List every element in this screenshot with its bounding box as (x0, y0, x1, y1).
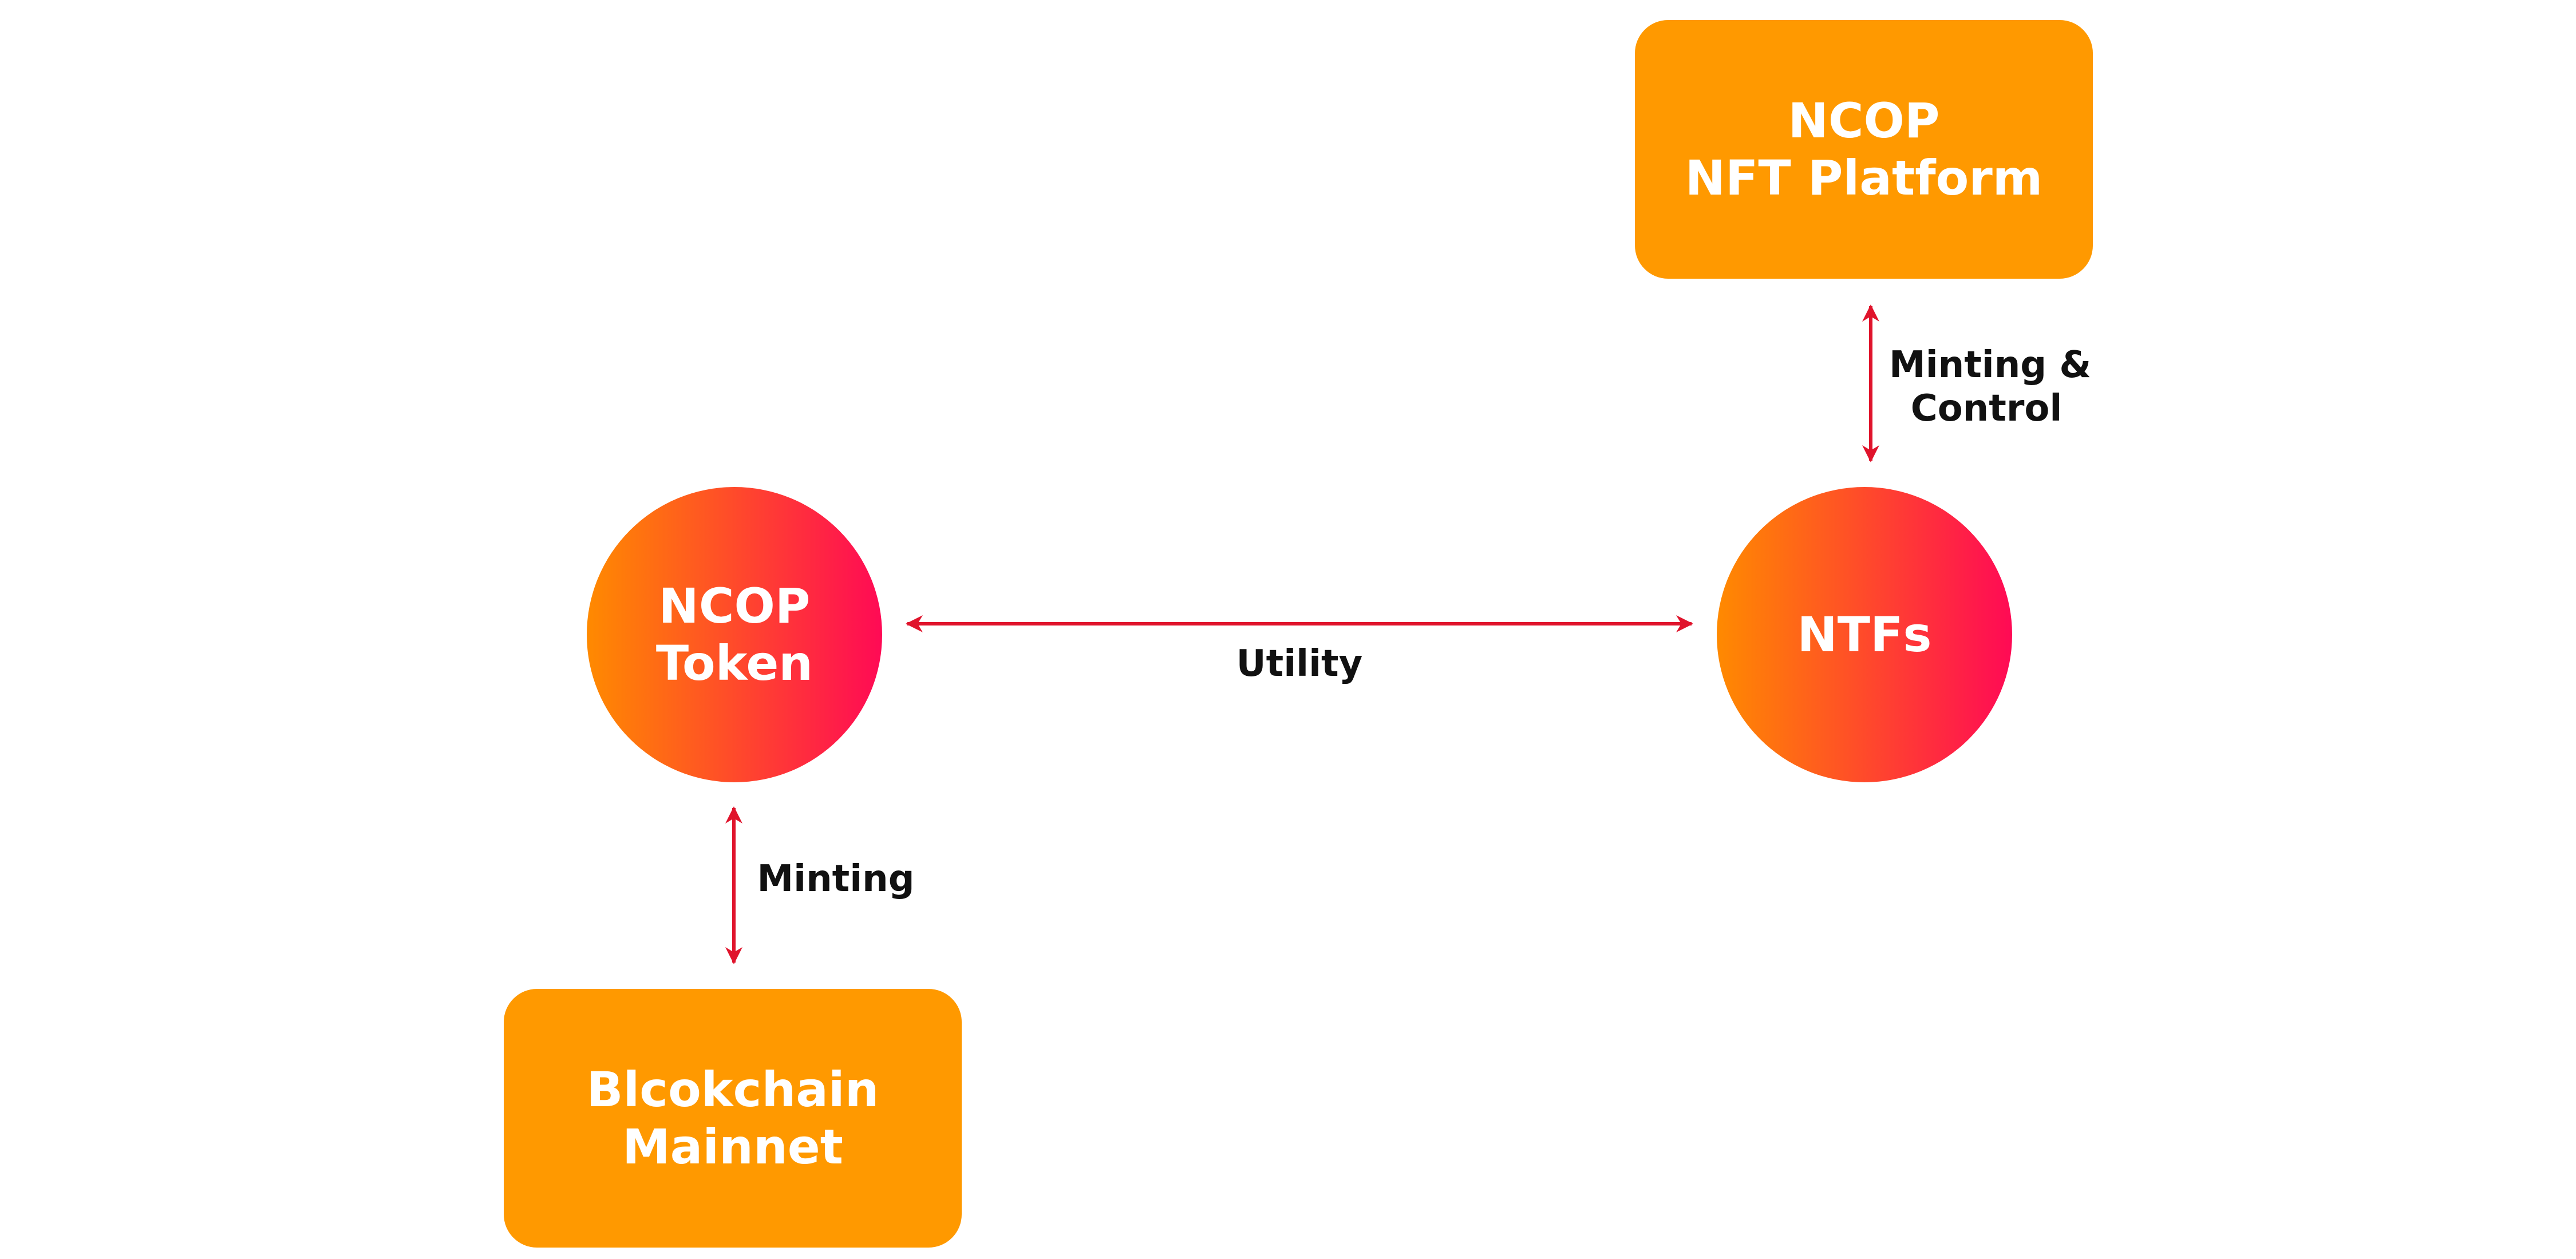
node-label-line2: Token (655, 635, 813, 691)
node-ncop-nft-platform: NCOP NFT Platform (1635, 20, 2093, 279)
edge-label-utility: Utility (1236, 643, 1363, 685)
edge-label-minting-control: Minting & Control (1889, 343, 2092, 430)
edge-label-line1: Minting & (1889, 344, 2092, 386)
node-label-line1: Blcokchain (586, 1062, 879, 1118)
edge-label-line2: Control (1910, 387, 2063, 430)
node-label-line2: NFT Platform (1685, 150, 2043, 206)
node-label-line1: NCOP (658, 578, 811, 634)
node-blockchain-mainnet: Blcokchain Mainnet (504, 989, 962, 1248)
node-label-line2: Mainnet (622, 1119, 843, 1175)
edge-label-minting: Minting (757, 858, 915, 900)
node-label-line1: NTFs (1797, 607, 1932, 663)
node-label-line1: NCOP (1788, 93, 1940, 149)
node-ntfs: NTFs (1717, 487, 2012, 782)
node-ncop-token: NCOP Token (587, 487, 882, 782)
